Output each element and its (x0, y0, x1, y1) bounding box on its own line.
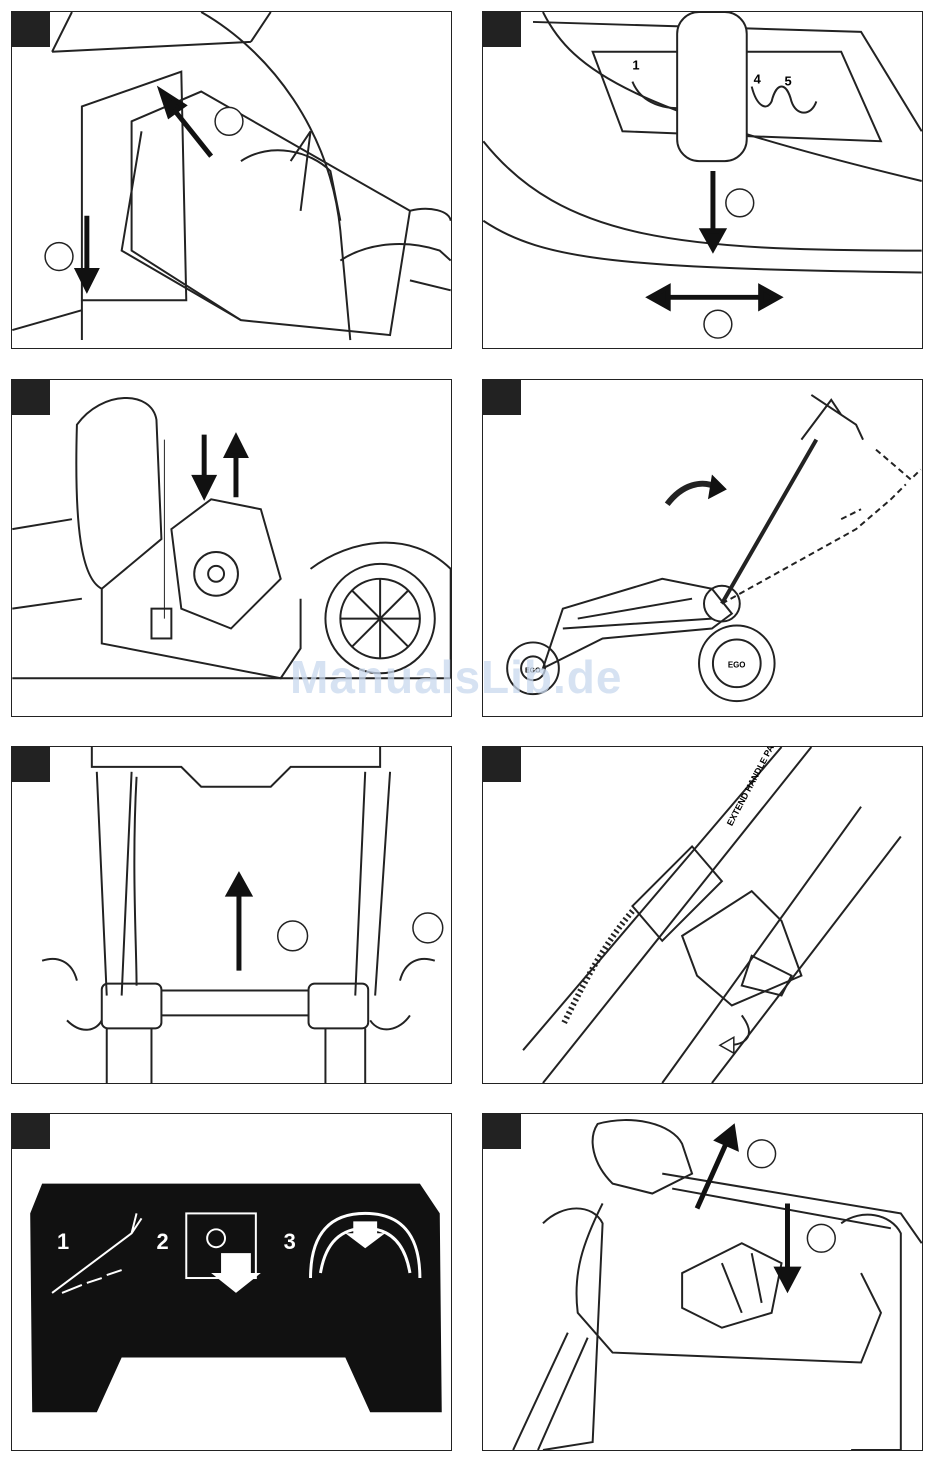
panel-6-illustration: EXTEND HANDLE PAST LINE (483, 747, 922, 1083)
panel-2: 1 4 5 (482, 11, 923, 349)
deck-badge: EGO (525, 667, 541, 674)
panel-6: EXTEND HANDLE PAST LINE (482, 746, 923, 1084)
marker-circle (726, 189, 754, 217)
instruction-label-plate (30, 1184, 442, 1413)
marker-circle (215, 107, 243, 135)
panel-5 (11, 746, 452, 1084)
panel-2-illustration: 1 4 5 (483, 12, 922, 348)
panel-1-illustration (12, 12, 451, 348)
marker-circle (45, 243, 73, 271)
panel-1 (11, 11, 452, 349)
slot-number-1: 1 (632, 58, 639, 73)
panel-3-illustration (12, 380, 451, 716)
handle-text: EXTEND HANDLE PAST LINE (725, 747, 792, 827)
panel-5-illustration (12, 747, 451, 1083)
step-number-1: 1 (57, 1229, 69, 1254)
step-number-3: 3 (284, 1229, 296, 1254)
wheel-badge: EGO (728, 660, 746, 669)
panel-4-illustration: EGO EGO (483, 380, 922, 716)
panel-8 (482, 1113, 923, 1451)
panel-3 (11, 379, 452, 717)
marker-circle (704, 310, 732, 338)
slot-number-5: 5 (785, 74, 792, 89)
step-number-2: 2 (156, 1229, 168, 1254)
panel-4: EGO EGO (482, 379, 923, 717)
marker-circle (413, 913, 443, 943)
panel-8-illustration (483, 1114, 922, 1450)
marker-circle (807, 1224, 835, 1252)
slot-number-4: 4 (754, 72, 762, 87)
panel-7: 1 2 3 (11, 1113, 452, 1451)
panel-7-illustration: 1 2 3 (12, 1114, 451, 1450)
marker-circle (748, 1140, 776, 1168)
marker-circle (278, 921, 308, 951)
